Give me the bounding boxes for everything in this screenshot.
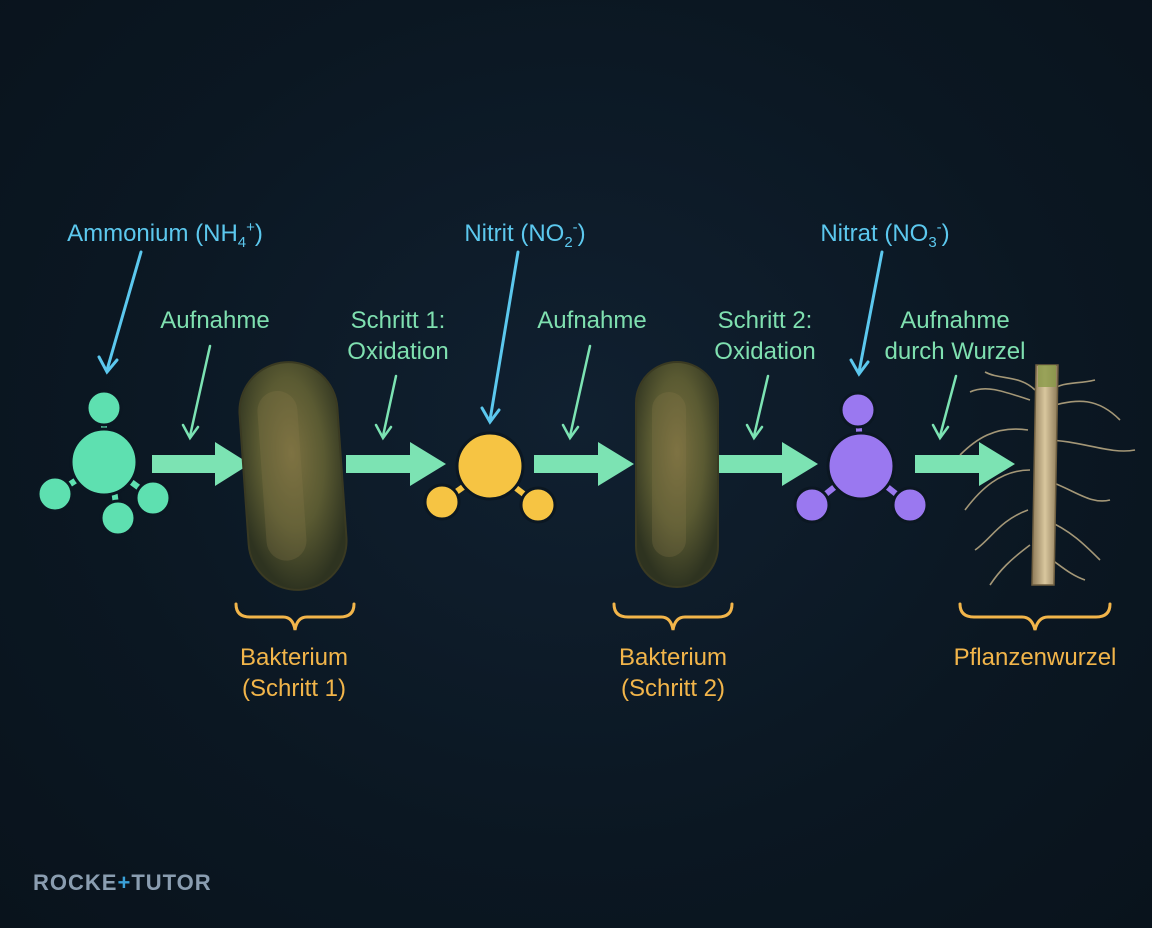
nitrit-pointer [488,250,520,422]
nitrat-molecule-icon [793,391,929,524]
aufnahme-2-label: Aufnahme [537,307,647,334]
arrow-4 [718,442,818,486]
brace-wurzel [958,602,1112,631]
bakterium-2-label: Bakterium(Schritt 2) [618,644,728,702]
brace-bakterium-1 [234,602,356,631]
brand-logo: ROCKE+TUTOR [33,870,212,895]
flow-arrows [152,442,1015,486]
aufnahme-1-label: Aufnahme [160,307,270,334]
schritt-1-label: Schritt 1:Oxidation [347,307,449,365]
bakterium-1-label: Bakterium(Schritt 1) [239,644,349,702]
plant-root-icon [959,364,1136,586]
nitrat-pointer-head [849,358,870,377]
arrow-3 [534,442,634,486]
ammonium-pointer [105,250,143,372]
ammonium-molecule-icon [36,389,172,537]
nitrit-pointer-head [480,406,501,425]
arrow-5 [915,442,1015,486]
nitrit-molecule-icon [423,431,557,524]
ammonium-pointer-head [97,355,119,375]
pointer-lines [97,250,884,425]
bacterium-2-icon [635,361,719,588]
bacterium-1-icon [238,361,348,591]
ammonium-label: Ammonium (NH4+) [67,219,263,251]
brace-bakterium-2 [612,602,734,631]
nitrat-pointer [857,250,884,374]
arrow-1 [152,442,250,486]
braces [234,602,1112,631]
uptake-pointers [181,344,958,441]
schritt-2-label: Schritt 2:Oxidation [714,307,816,365]
nitrit-label: Nitrit (NO2-) [464,219,586,251]
arrow-2 [346,442,446,486]
wurzel-label: Pflanzenwurzel [953,644,1117,671]
nitrat-label: Nitrat (NO3-) [820,219,950,251]
